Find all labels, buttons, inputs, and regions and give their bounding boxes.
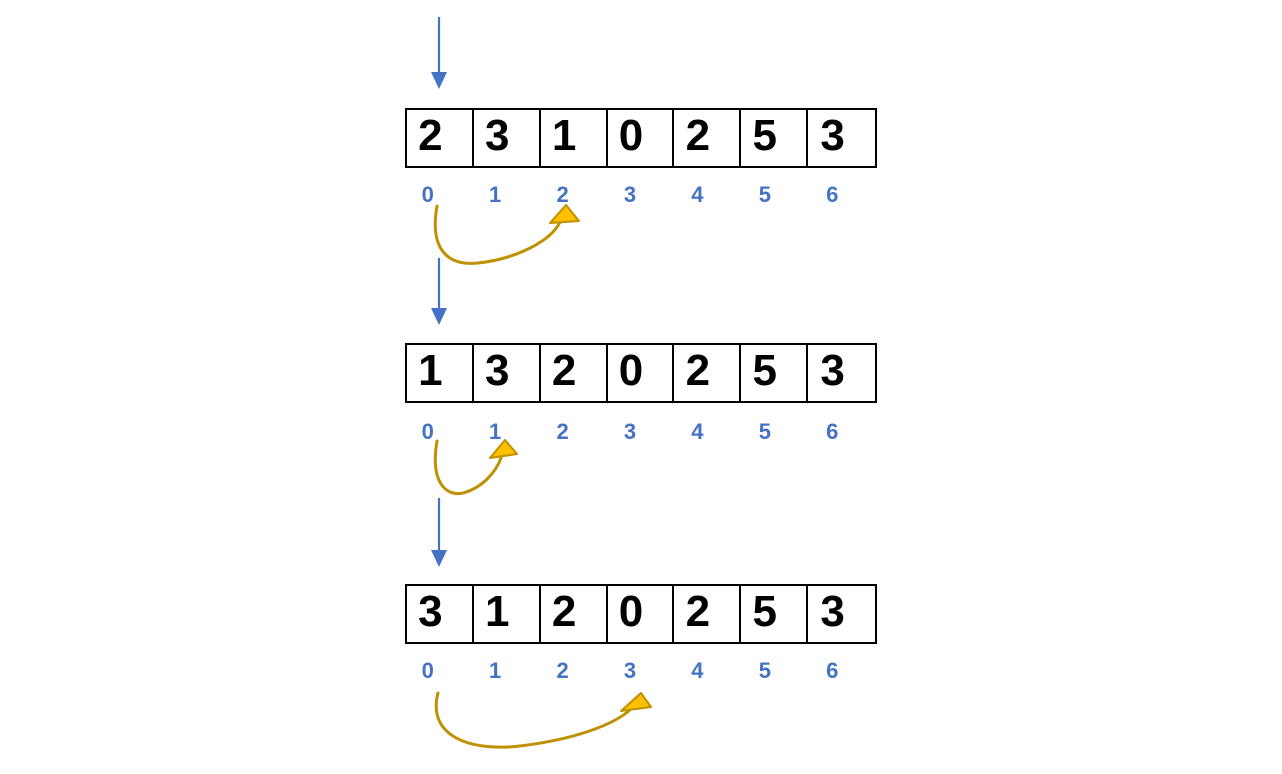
index-label: 5 (758, 182, 771, 207)
index-label: 1 (489, 419, 502, 444)
cell-value: 3 (485, 346, 510, 395)
index-label: 1 (489, 182, 502, 207)
cell-value: 3 (820, 587, 845, 636)
array-cell: 2 (674, 110, 742, 166)
swap-curve-arrow-step-2 (433, 439, 518, 496)
array-cell: 0 (608, 586, 675, 642)
cell-value: 0 (618, 346, 644, 395)
array-step-3: 3 1 2 0 2 5 3 (405, 584, 877, 644)
array-cell: 2 (541, 345, 608, 401)
index-label: 6 (826, 419, 839, 444)
index-label: 0 (421, 658, 434, 683)
pointer-down-arrow-step-3 (431, 498, 447, 567)
array-cell: 2 (674, 345, 742, 401)
array-cell: 0 (608, 110, 675, 166)
cell-value: 5 (752, 587, 777, 636)
pointer-down-arrow-step-1 (431, 17, 447, 89)
cell-value: 1 (551, 111, 577, 160)
swap-curve-arrow-step-1 (433, 204, 580, 265)
array-cell: 3 (474, 345, 541, 401)
index-row-step-1: 0 1 2 3 4 5 6 (394, 184, 866, 206)
array-cell: 2 (407, 110, 474, 166)
cell-value: 1 (418, 346, 443, 395)
array-step-1: 2 3 1 0 2 5 3 (405, 108, 877, 168)
array-step-2: 1 3 2 0 2 5 3 (405, 343, 877, 403)
cell-value: 2 (685, 111, 711, 160)
array-cell: 5 (741, 345, 809, 401)
cell-value: 3 (485, 111, 510, 160)
index-label: 6 (826, 182, 839, 207)
cell-value: 5 (752, 346, 777, 395)
index-row-step-3: 0 1 2 3 4 5 6 (394, 660, 866, 682)
cell-value: 3 (418, 587, 443, 636)
cell-value: 3 (820, 346, 845, 395)
cell-value: 1 (485, 587, 510, 636)
cell-value: 2 (418, 111, 443, 160)
cell-value: 0 (618, 111, 644, 160)
array-cell: 1 (541, 110, 608, 166)
index-label: 6 (826, 658, 839, 683)
pointer-down-arrow-step-2 (431, 258, 447, 325)
array-cell: 5 (741, 586, 809, 642)
array-cell: 3 (808, 586, 875, 642)
index-label: 4 (691, 658, 704, 683)
array-cell: 0 (608, 345, 675, 401)
array-cell: 2 (541, 586, 608, 642)
array-cell: 3 (808, 345, 875, 401)
index-label: 2 (556, 419, 569, 444)
index-label: 3 (623, 658, 637, 683)
index-label: 2 (556, 658, 569, 683)
array-cell: 3 (808, 110, 875, 166)
array-cell: 2 (674, 586, 742, 642)
array-cell: 3 (474, 110, 541, 166)
cell-value: 2 (685, 587, 711, 636)
array-cell: 5 (741, 110, 809, 166)
index-label: 0 (421, 182, 434, 207)
index-label: 0 (421, 419, 434, 444)
index-label: 5 (758, 658, 771, 683)
index-label: 5 (758, 419, 771, 444)
array-cell: 1 (407, 345, 474, 401)
cell-value: 2 (685, 346, 711, 395)
index-row-step-2: 0 1 2 3 4 5 6 (394, 421, 866, 443)
swap-curve-arrow-step-3 (434, 691, 652, 749)
index-label: 2 (556, 182, 569, 207)
cell-value: 2 (551, 346, 577, 395)
index-label: 1 (489, 658, 502, 683)
cell-value: 3 (820, 111, 845, 160)
cell-value: 5 (752, 111, 777, 160)
cell-value: 0 (618, 587, 644, 636)
index-label: 4 (691, 419, 704, 444)
index-label: 3 (623, 419, 637, 444)
index-label: 3 (623, 182, 637, 207)
array-cell: 3 (407, 586, 474, 642)
cell-value: 2 (551, 587, 577, 636)
array-cell: 1 (474, 586, 541, 642)
index-label: 4 (691, 182, 704, 207)
